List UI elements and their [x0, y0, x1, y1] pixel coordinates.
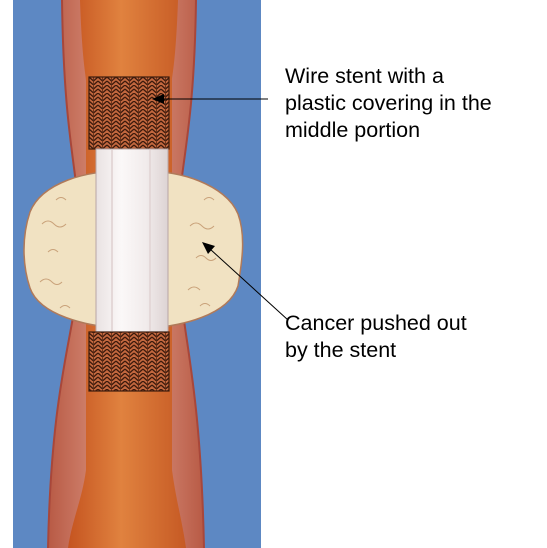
stent-annotation-label: Wire stent with a plastic covering in th… [285, 63, 492, 144]
cancer-annotation-label: Cancer pushed out by the stent [285, 310, 467, 364]
stent-label-line-2: plastic covering in the [285, 90, 492, 117]
stent-plastic-covering [96, 149, 168, 332]
stent-label-line-3: middle portion [285, 117, 492, 144]
cancer-label-line-1: Cancer pushed out [285, 310, 467, 337]
stent-wire-top [89, 77, 169, 149]
stent-wire-bottom [89, 332, 169, 391]
cancer-label-line-2: by the stent [285, 337, 467, 364]
stent-label-line-1: Wire stent with a [285, 63, 492, 90]
